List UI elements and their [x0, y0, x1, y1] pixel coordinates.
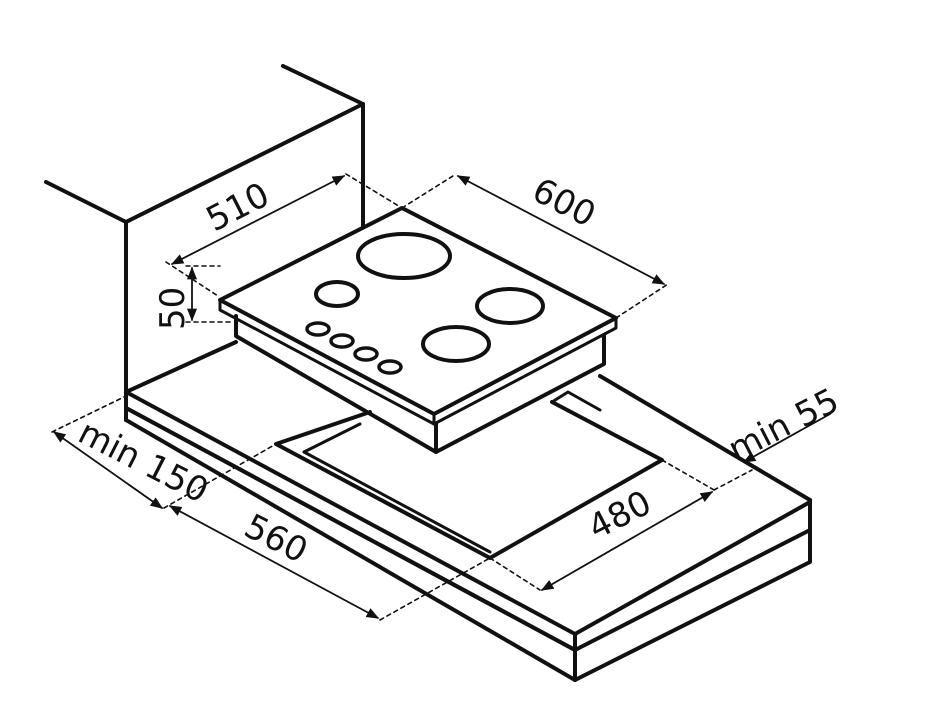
hob — [218, 206, 618, 454]
cutout-width-label: 560 — [238, 506, 314, 571]
front-clearance-label: min 55 — [722, 381, 845, 470]
countertop-top-edge — [124, 390, 812, 636]
cutout-width-560-arrow — [168, 505, 380, 619]
dimension-arrows — [52, 175, 831, 619]
cutout-depth-480-arrow — [540, 491, 714, 591]
large-burner — [356, 232, 452, 280]
height-label: 50 — [153, 287, 193, 330]
extension-lines — [51, 173, 753, 621]
control-knob-2 — [329, 333, 355, 349]
side-clearance-arrow — [52, 431, 164, 509]
control-knob-1 — [305, 321, 331, 337]
medium-burner-right — [475, 287, 545, 325]
medium-burner-front — [421, 325, 491, 363]
small-burner-left — [314, 280, 360, 308]
depth-510-arrow — [170, 175, 346, 265]
width-600-arrow — [456, 175, 666, 285]
front-clearance-arrow — [742, 413, 831, 463]
width-label: 600 — [526, 170, 602, 235]
cutout-depth-label: 480 — [582, 483, 658, 548]
control-knob-4 — [377, 359, 403, 375]
control-knob-3 — [353, 346, 379, 362]
